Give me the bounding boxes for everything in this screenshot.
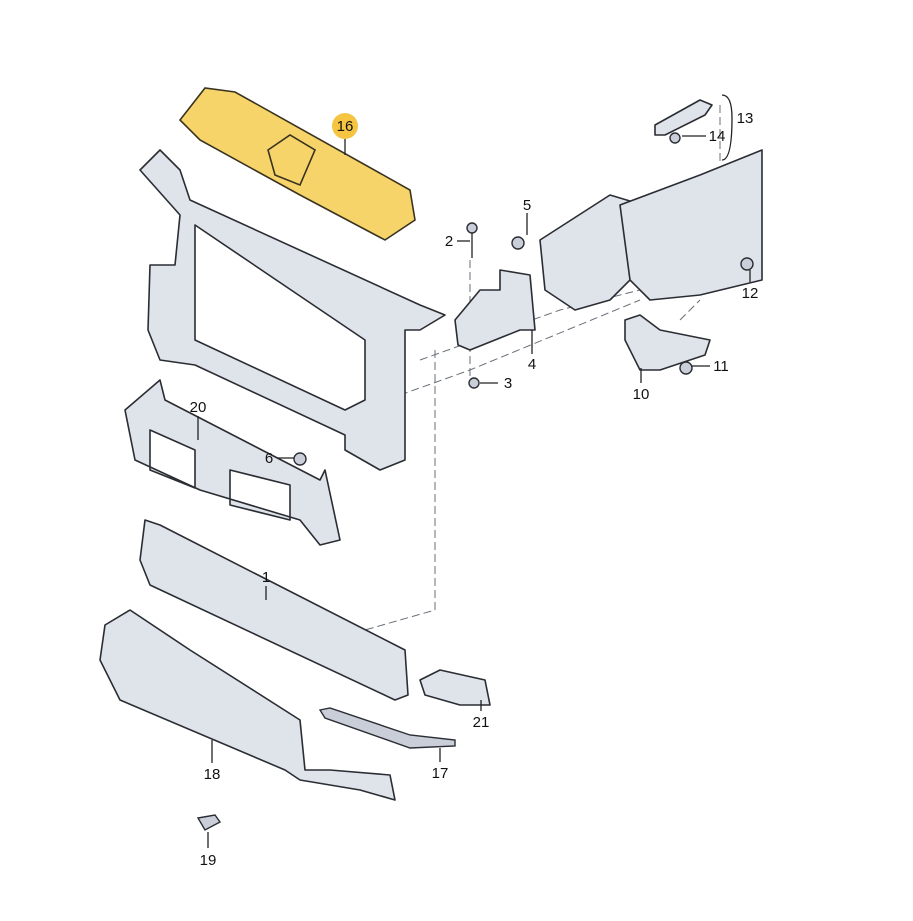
part-21-bracket[interactable]: [419, 669, 491, 706]
part-10-bracket[interactable]: [624, 314, 711, 371]
part-16-detail: [267, 134, 317, 187]
leader-lines: [197, 94, 751, 848]
callout-12: 12: [742, 285, 759, 302]
part-20-carrier[interactable]: [124, 379, 341, 546]
part-12-screw: [740, 257, 754, 271]
callout-19: 19: [200, 852, 217, 869]
callout-17: 17: [432, 765, 449, 782]
lock-carrier-frame[interactable]: [139, 149, 446, 471]
part-2-bolt: [466, 222, 478, 234]
part-3-nut: [468, 377, 480, 389]
part-11-nut: [679, 361, 693, 375]
callout-labels: 16 13 14 2 5 12 4 3 11 10 20 6 1 21 17 1…: [190, 110, 759, 869]
callout-6: 6: [265, 450, 273, 467]
highlight-circle-16: [332, 113, 358, 139]
part-17-strip[interactable]: [318, 707, 456, 749]
callout-14: 14: [709, 128, 726, 145]
fasteners: [196, 132, 754, 831]
callout-18: 18: [204, 766, 221, 783]
part-14-clip: [669, 132, 681, 144]
part-5-screw: [511, 236, 525, 250]
part-4-bracket[interactable]: [454, 269, 536, 351]
part-1-bumper-beam[interactable]: [139, 519, 409, 701]
callout-1: 1: [262, 569, 270, 586]
callout-5: 5: [523, 197, 531, 214]
part-19-rivet: [196, 814, 222, 831]
callout-20: 20: [190, 399, 207, 416]
part-13-guide[interactable]: [654, 99, 713, 136]
part-6-screw: [293, 452, 307, 466]
callout-16: 16: [337, 118, 354, 135]
wing-panel[interactable]: [619, 149, 763, 301]
part-18-absorber[interactable]: [99, 609, 396, 801]
callout-10: 10: [633, 386, 650, 403]
callout-11: 11: [713, 358, 729, 375]
callout-3: 3: [504, 375, 512, 392]
callout-13: 13: [737, 110, 754, 127]
callout-4: 4: [528, 356, 536, 373]
callout-2: 2: [445, 233, 453, 250]
callout-21: 21: [473, 714, 490, 731]
